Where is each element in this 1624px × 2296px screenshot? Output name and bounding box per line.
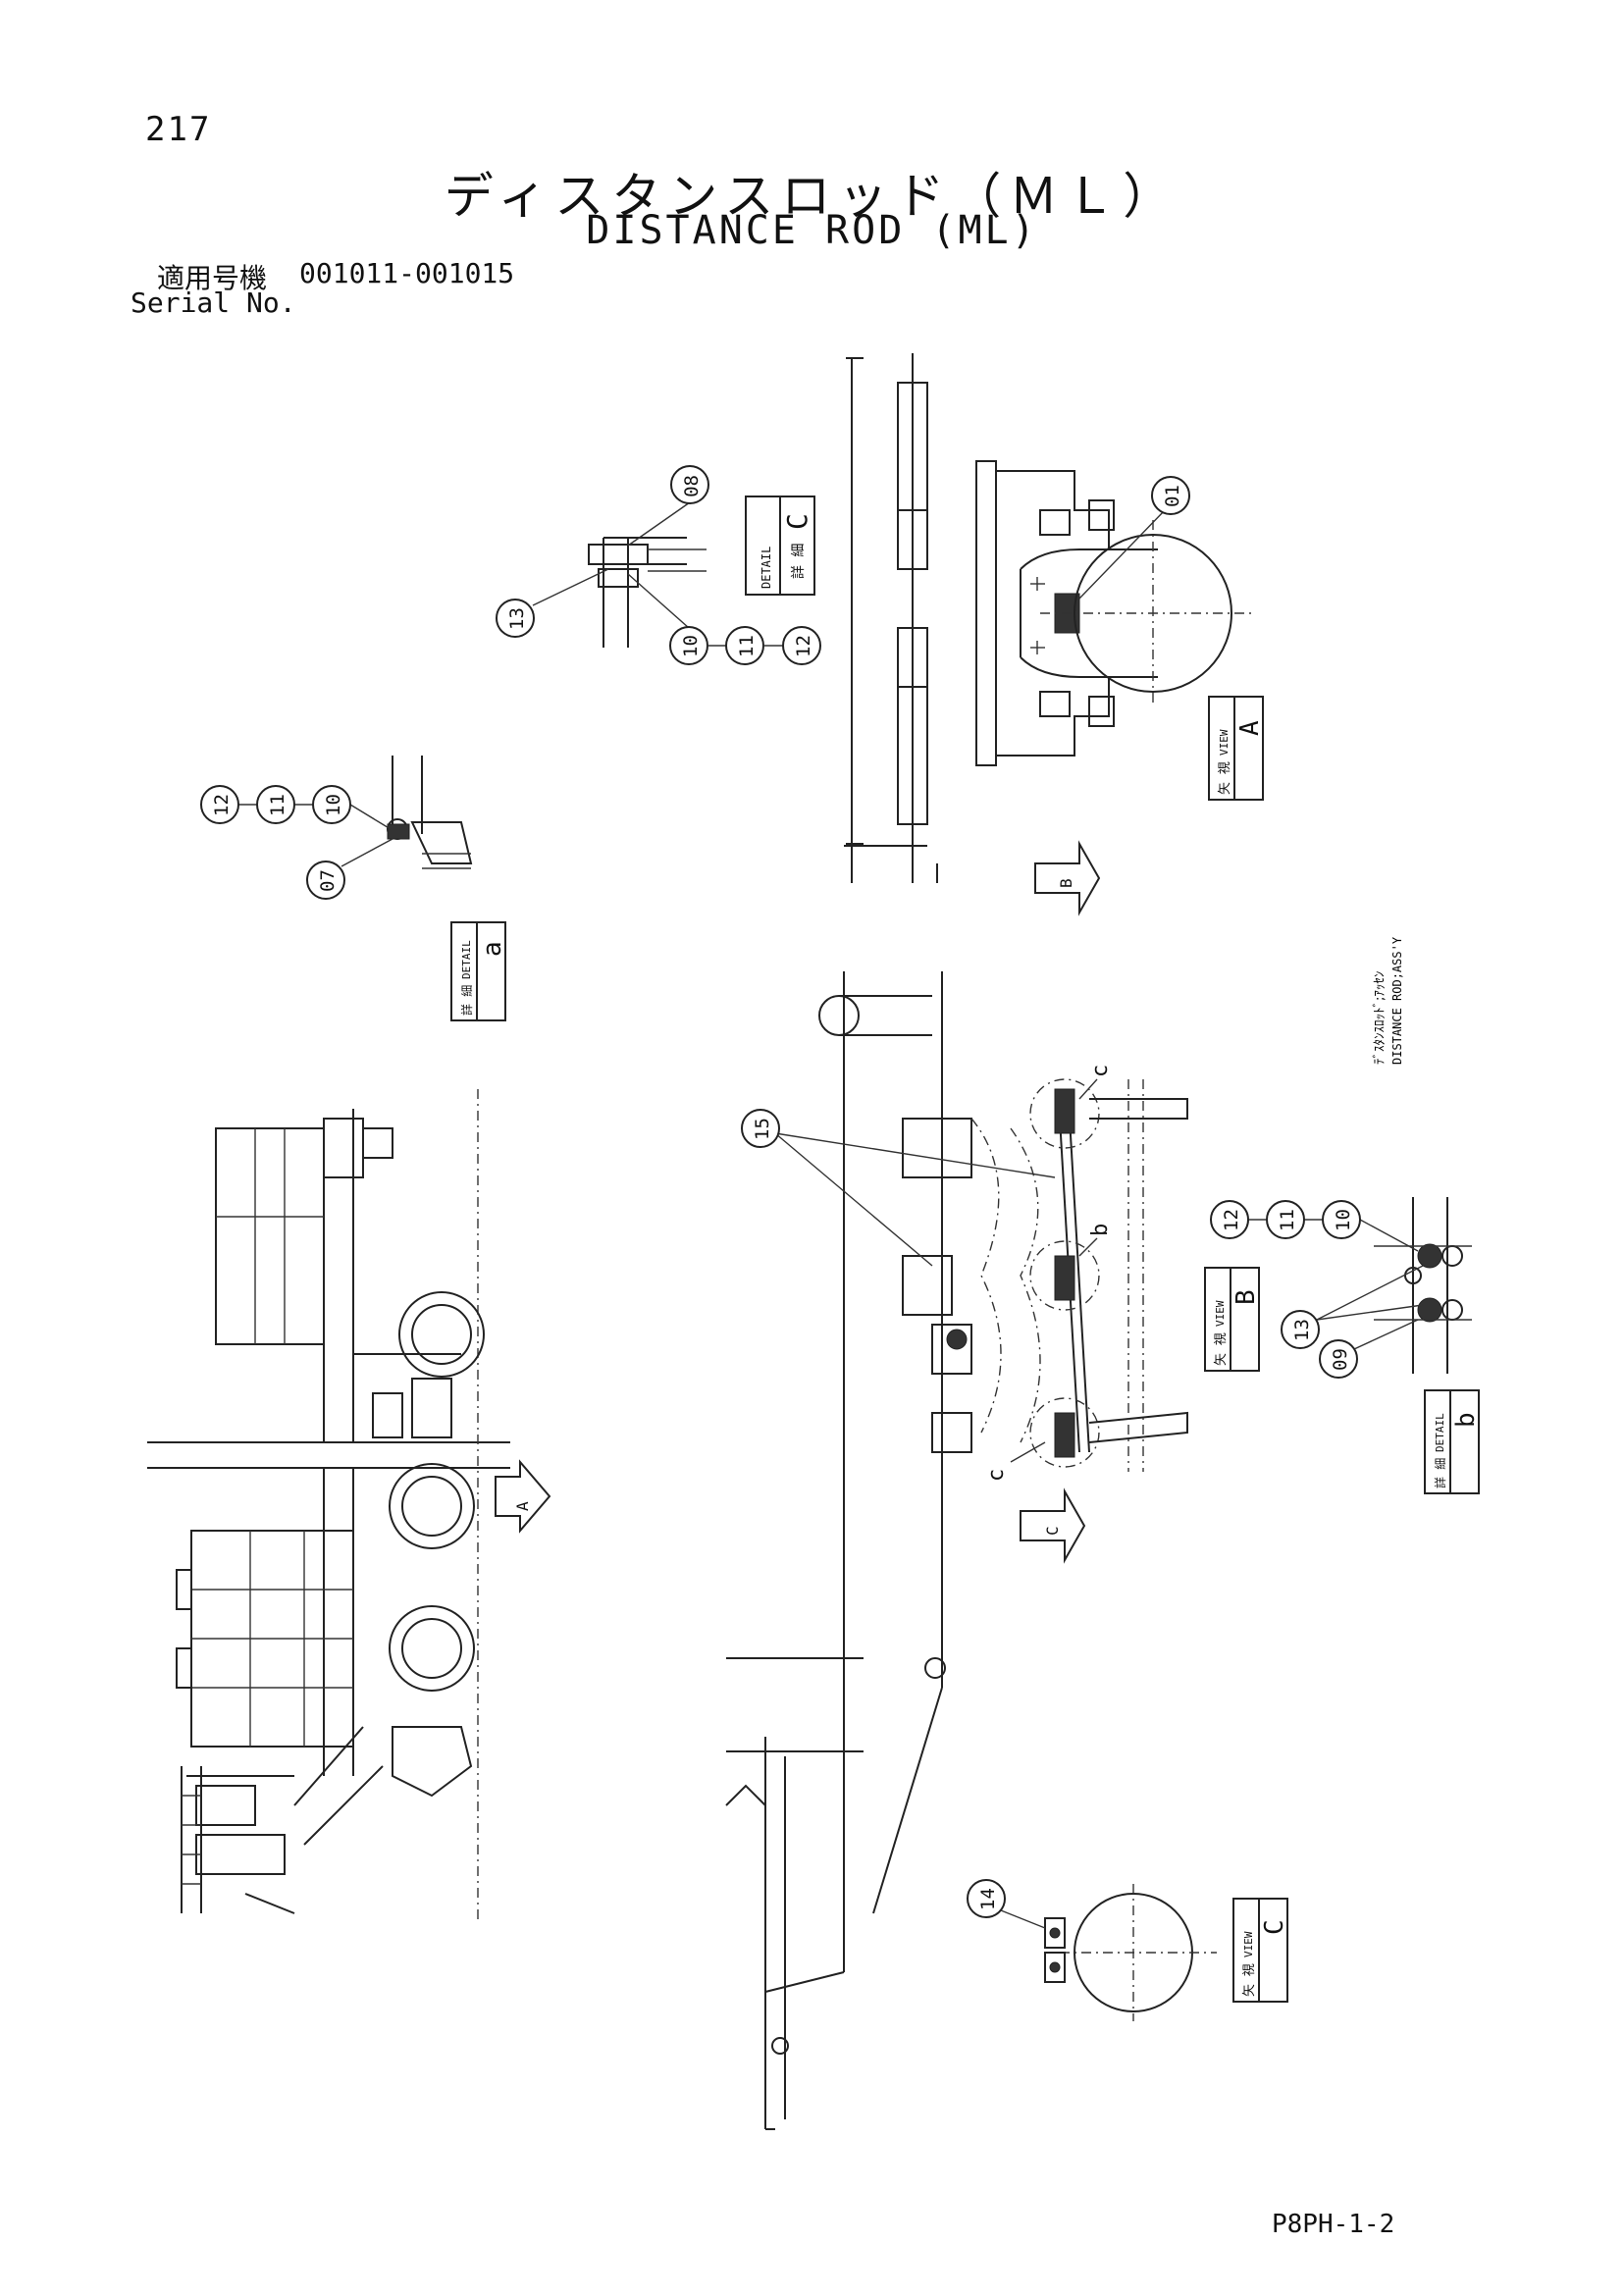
view-c-sketch — [1044, 1884, 1217, 2021]
svg-text:11: 11 — [1277, 1209, 1298, 1231]
page-number: 217 — [145, 110, 212, 149]
detail-b-sketch — [1374, 1197, 1472, 1374]
detail-b-tag: 詳 細 DETAIL b — [1424, 1389, 1481, 1494]
detail-c-balloon-10: 10 — [627, 573, 708, 665]
main-view-label-c-bottom: c — [984, 1469, 1009, 1482]
detail-a-tag: 詳 細 DETAIL a — [450, 921, 507, 1021]
view-b-direction-arrow: B — [1034, 840, 1101, 916]
detail-b-tag-bottom: DETAIL — [1434, 1413, 1446, 1452]
detail-b-tag-letter: b — [1451, 1412, 1481, 1428]
view-a-tag-bottom: VIEW — [1218, 729, 1231, 756]
view-a-direction-arrow: A — [495, 1459, 551, 1534]
svg-text:10: 10 — [323, 794, 344, 816]
view-c-direction-arrow: C — [1020, 1487, 1086, 1564]
view-a-tag: 矢 視 VIEW A — [1208, 696, 1265, 801]
detail-b-balloon-11: 11 — [1266, 1200, 1323, 1239]
svg-text:12: 12 — [1221, 1209, 1242, 1231]
svg-text:B: B — [1057, 878, 1075, 888]
detail-c-tag: 詳 細 DETAIL C — [745, 496, 815, 596]
detail-b-balloon-09: 09 — [1319, 1319, 1419, 1379]
view-b-tag-bottom: VIEW — [1214, 1300, 1227, 1327]
main-view-label-c-top: c — [1088, 1065, 1113, 1077]
view-a-tag-top: 矢 視 — [1218, 761, 1232, 795]
view-c-tag-top: 矢 視 — [1242, 1963, 1257, 1997]
main-frame-view — [725, 971, 1188, 2130]
detail-b-balloon-13: 13 — [1281, 1265, 1424, 1349]
detail-a-sketch — [387, 756, 473, 869]
view-a-balloon-01: 01 — [1078, 476, 1190, 600]
svg-text:11: 11 — [736, 635, 758, 657]
view-c-tag: 矢 視 VIEW C — [1232, 1898, 1289, 2003]
svg-text:C: C — [1043, 1526, 1062, 1536]
svg-text:07: 07 — [317, 869, 339, 892]
truck-side-view — [147, 1089, 510, 1923]
title-english: DISTANCE ROD (ML) — [586, 208, 1038, 253]
detail-a-balloon-10: 10 — [312, 785, 392, 830]
svg-text:15: 15 — [752, 1118, 773, 1140]
side-note-english: DISTANCE ROD;ASS'Y — [1390, 936, 1404, 1065]
main-view-balloon-15: 15 — [741, 1109, 1056, 1267]
svg-text:09: 09 — [1330, 1348, 1351, 1371]
view-b-tag-top: 矢 視 — [1214, 1332, 1229, 1366]
serial-label-japanese: 適用号機 — [157, 262, 268, 294]
svg-text:10: 10 — [1333, 1209, 1354, 1231]
svg-text:11: 11 — [267, 794, 288, 816]
view-c-tag-letter: C — [1260, 1919, 1289, 1935]
detail-c-tag-letter: C — [781, 513, 813, 530]
svg-text:12: 12 — [793, 635, 814, 657]
svg-text:14: 14 — [977, 1888, 999, 1910]
title-japanese: ディスタンスロッド（ＭＬ） — [444, 168, 1180, 225]
detail-b-balloon-10: 10 — [1322, 1200, 1419, 1252]
view-b-tag: 矢 視 VIEW B — [1204, 1267, 1261, 1372]
detail-c-balloon-13: 13 — [496, 568, 609, 638]
detail-c-balloon-08: 08 — [627, 465, 709, 547]
svg-text:13: 13 — [506, 607, 528, 630]
serial-label-english: Serial No. — [131, 287, 296, 319]
svg-text:13: 13 — [1291, 1319, 1313, 1341]
svg-text:10: 10 — [680, 635, 702, 657]
detail-c-tag-top: 詳 細 — [791, 544, 807, 579]
detail-c-sketch — [588, 537, 707, 648]
view-c-balloon-14: 14 — [967, 1879, 1046, 1929]
detail-a-balloon-07: 07 — [306, 838, 393, 900]
view-b-tag-letter: B — [1231, 1289, 1261, 1305]
view-a-sketch — [844, 353, 1256, 883]
detail-c-tag-bottom: DETAIL — [760, 547, 773, 589]
detail-a-tag-letter: a — [478, 941, 507, 957]
svg-text:01: 01 — [1162, 485, 1183, 507]
view-c-tag-bottom: VIEW — [1242, 1931, 1255, 1957]
svg-text:A: A — [513, 1501, 532, 1511]
main-view-label-b: b — [1088, 1224, 1113, 1236]
view-a-tag-letter: A — [1235, 720, 1265, 736]
detail-b-tag-top: 詳 細 — [1433, 1458, 1447, 1488]
detail-b-balloon-12: 12 — [1210, 1200, 1267, 1239]
side-note-japanese: ﾃﾞｽﾀﾝｽﾛｯﾄﾞ;ｱｯｾﾝ — [1373, 971, 1388, 1065]
detail-a-balloon-12: 12 — [200, 785, 257, 824]
svg-text:12: 12 — [211, 794, 233, 816]
svg-text:08: 08 — [681, 475, 703, 497]
detail-a-tag-top: 詳 細 — [459, 985, 474, 1016]
page-code: P8PH-1-2 — [1272, 2210, 1395, 2239]
detail-a-tag-bottom: DETAIL — [460, 940, 473, 979]
detail-c-balloon-12: 12 — [763, 626, 821, 665]
detail-c-balloon-11: 11 — [707, 626, 764, 665]
serial-range: 001011-001015 — [299, 257, 515, 289]
detail-a-balloon-11: 11 — [256, 785, 313, 824]
